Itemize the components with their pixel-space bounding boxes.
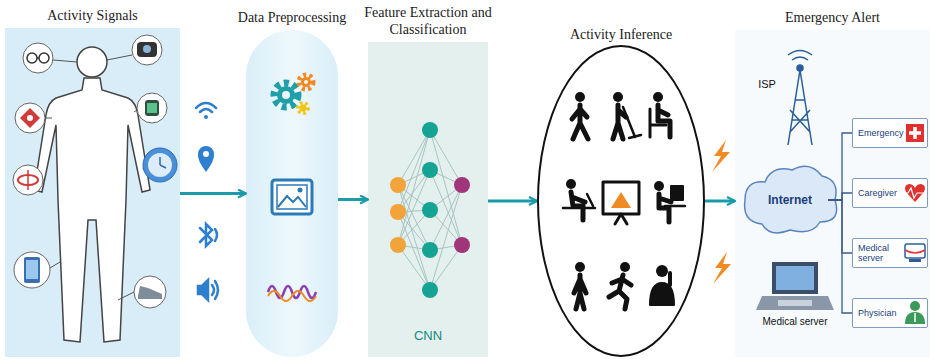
alert-box: Medical server — [852, 238, 928, 268]
flow-arrow — [338, 198, 368, 201]
network-neuron — [390, 177, 406, 193]
network-neuron — [422, 242, 438, 258]
sensor-icons — [13, 35, 177, 308]
activity-icons — [563, 92, 685, 309]
body-figure — [34, 47, 150, 342]
network-link-line — [828, 200, 852, 253]
laptop-label: Medical server — [755, 316, 835, 327]
stage-heading: Feature Extraction and Classification — [358, 4, 498, 38]
stage-heading: Data Preprocessing — [222, 9, 362, 26]
alert-label: Emergency — [858, 128, 906, 138]
wireless-icons — [196, 103, 218, 300]
stage-heading: Activity Signals — [8, 7, 178, 24]
cloud-label: Internet — [768, 193, 812, 207]
network-neuron — [390, 237, 406, 253]
network-neuron — [454, 177, 470, 193]
network-link-line — [828, 200, 852, 313]
alert-box-grounds — [852, 118, 928, 328]
laptop-icon — [756, 262, 834, 310]
network-link — [430, 130, 462, 185]
network-neuron — [422, 282, 438, 298]
network-link — [430, 185, 462, 290]
alert-box: Physician — [852, 298, 928, 328]
network-neuron — [390, 204, 406, 220]
stage-heading: Activity Inference — [536, 26, 706, 43]
isp-tower — [788, 51, 812, 146]
network-neuron — [422, 202, 438, 218]
alert-box: Emergency — [852, 118, 928, 148]
stage-heading: Emergency Alert — [748, 9, 918, 26]
network-link-line — [828, 193, 852, 200]
sensor-leaders — [43, 55, 144, 300]
flow-arrow — [488, 200, 537, 203]
panel-ground — [368, 42, 488, 357]
tower-label: ISP — [752, 78, 782, 90]
alert-label: Medical server — [858, 243, 906, 263]
neural-network — [390, 122, 470, 298]
network-neuron — [422, 162, 438, 178]
alert-icons — [903, 124, 926, 324]
panel-ground — [246, 30, 338, 357]
network-neuron — [422, 122, 438, 138]
flow-arrow — [180, 192, 246, 195]
alert-box: Caregiver — [852, 178, 928, 208]
internet-cloud-node: Internet — [752, 180, 828, 220]
panel-ground — [735, 30, 930, 357]
alert-label: Caregiver — [858, 188, 906, 198]
network-neuron — [454, 237, 470, 253]
network-label: CNN — [368, 328, 488, 343]
preprocessing-icons — [268, 75, 316, 301]
network-link-line — [828, 133, 852, 200]
lightning-bolts — [712, 140, 731, 284]
stage-panel: Activity Signals — [5, 28, 180, 357]
stage-panel: Data Preprocessing — [246, 30, 338, 357]
panel-ground — [5, 28, 180, 357]
flow-arrow — [705, 200, 735, 203]
inference-ellipse: Activity Inference — [537, 45, 705, 357]
stage-panel: Feature Extraction and ClassificationCNN — [368, 42, 488, 357]
alert-label: Physician — [858, 308, 906, 318]
internet-cloud — [745, 166, 837, 233]
